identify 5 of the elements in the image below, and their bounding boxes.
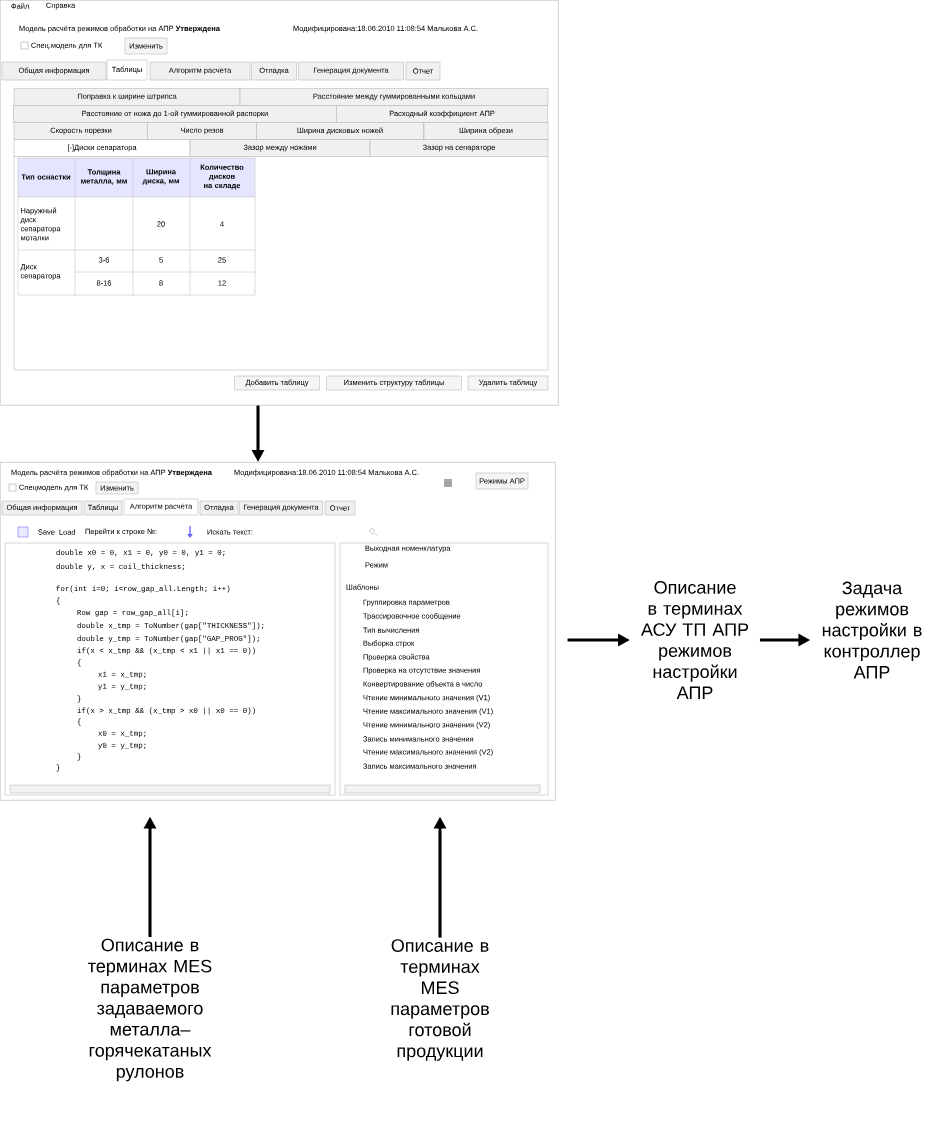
description-text: Задача режимов настройки в контроллер АПР (822, 581, 922, 679)
screenshot (0, 462, 556, 801)
description-text: Описание в терминах MES параметров задаваемого металла– горячекатаных рулонов (88, 938, 212, 1082)
description-text: Описание в терминах MES параметров готовой продукции (391, 939, 489, 1061)
description-text: Описание в терминах АСУ ТП АПР режимов настройки АПР (641, 581, 749, 699)
